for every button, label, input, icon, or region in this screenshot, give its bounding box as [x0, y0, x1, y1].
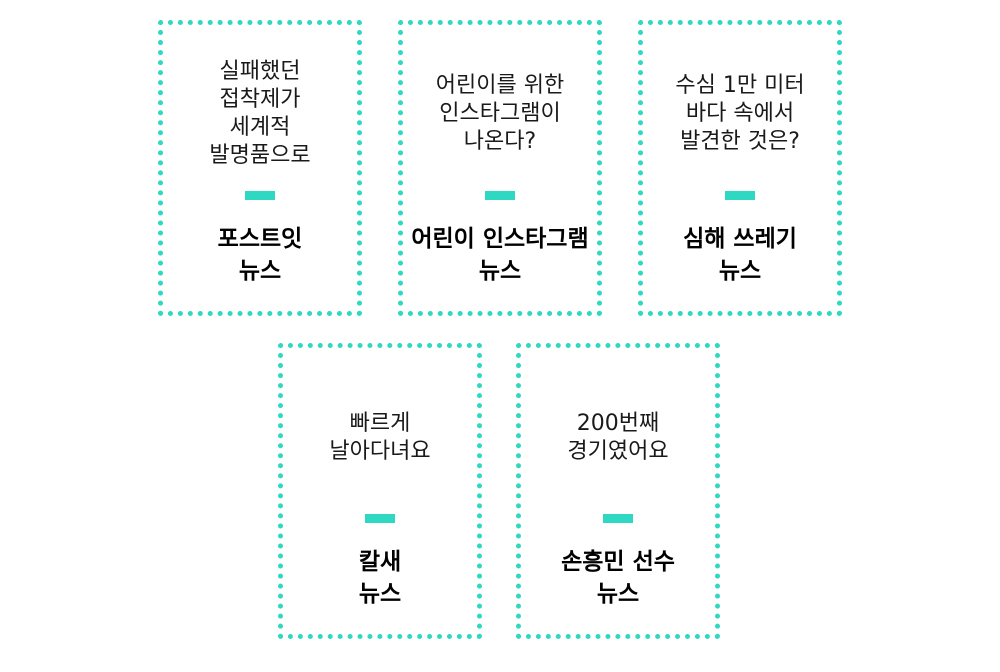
card-topic-tag: 칼새 뉴스 [273, 546, 487, 610]
card-headline: 어린이를 위한 인스타그램이 나온다? [403, 45, 597, 183]
accent-divider [245, 191, 275, 200]
topic-title: 칼새 [358, 549, 402, 575]
card-topic-tag: 심해 쓰레기 뉴스 [633, 223, 847, 287]
topic-category: 뉴스 [238, 258, 282, 284]
headline-line: 수심 1만 미터 [675, 73, 805, 98]
headline-line: 나온다? [463, 129, 537, 154]
topic-title: 심해 쓰레기 [683, 226, 797, 252]
card-headline: 실패했던 접착제가 세계적 발명품으로 [163, 45, 357, 183]
topic-category: 뉴스 [358, 581, 402, 607]
headline-line: 발명품으로 [209, 143, 311, 168]
accent-divider [485, 191, 515, 200]
card-topic-tag: 포스트잇 뉴스 [153, 223, 367, 287]
news-card-deep-sea-trash[interactable]: 수심 1만 미터 바다 속에서 발견한 것은? 심해 쓰레기 뉴스 [638, 20, 842, 316]
topic-category: 뉴스 [478, 258, 522, 284]
headline-line: 빠르게 [349, 411, 411, 436]
headline-line: 발견한 것은? [680, 129, 800, 154]
card-topic-tag: 어린이 인스타그램 뉴스 [393, 223, 607, 287]
headline-line: 어린이를 위한 [435, 73, 565, 98]
card-headline: 200번째 경기였어요 [521, 388, 715, 488]
headline-line: 경기였어요 [567, 439, 669, 464]
headline-line: 접착제가 [219, 87, 301, 112]
news-card-swift[interactable]: 빠르게 날아다녀요 칼새 뉴스 [278, 343, 482, 639]
topic-category: 뉴스 [718, 258, 762, 284]
accent-divider [603, 514, 633, 523]
accent-divider [725, 191, 755, 200]
headline-line: 세계적 [229, 115, 291, 140]
headline-line: 인스타그램이 [439, 101, 561, 126]
headline-line: 200번째 [576, 411, 660, 436]
accent-divider [365, 514, 395, 523]
topic-title: 포스트잇 [217, 226, 303, 252]
headline-line: 날아다녀요 [329, 439, 431, 464]
topic-title: 손흥민 선수 [561, 549, 675, 575]
headline-line: 바다 속에서 [685, 101, 795, 126]
topic-title: 어린이 인스타그램 [411, 226, 589, 252]
topic-category: 뉴스 [596, 581, 640, 607]
card-topic-tag: 손흥민 선수 뉴스 [511, 546, 725, 610]
headline-line: 실패했던 [219, 59, 301, 84]
news-card-kids-instagram[interactable]: 어린이를 위한 인스타그램이 나온다? 어린이 인스타그램 뉴스 [398, 20, 602, 316]
news-card-son-heung-min[interactable]: 200번째 경기였어요 손흥민 선수 뉴스 [516, 343, 720, 639]
card-headline: 빠르게 날아다녀요 [283, 388, 477, 488]
news-card-postit[interactable]: 실패했던 접착제가 세계적 발명품으로 포스트잇 뉴스 [158, 20, 362, 316]
card-headline: 수심 1만 미터 바다 속에서 발견한 것은? [643, 45, 837, 183]
